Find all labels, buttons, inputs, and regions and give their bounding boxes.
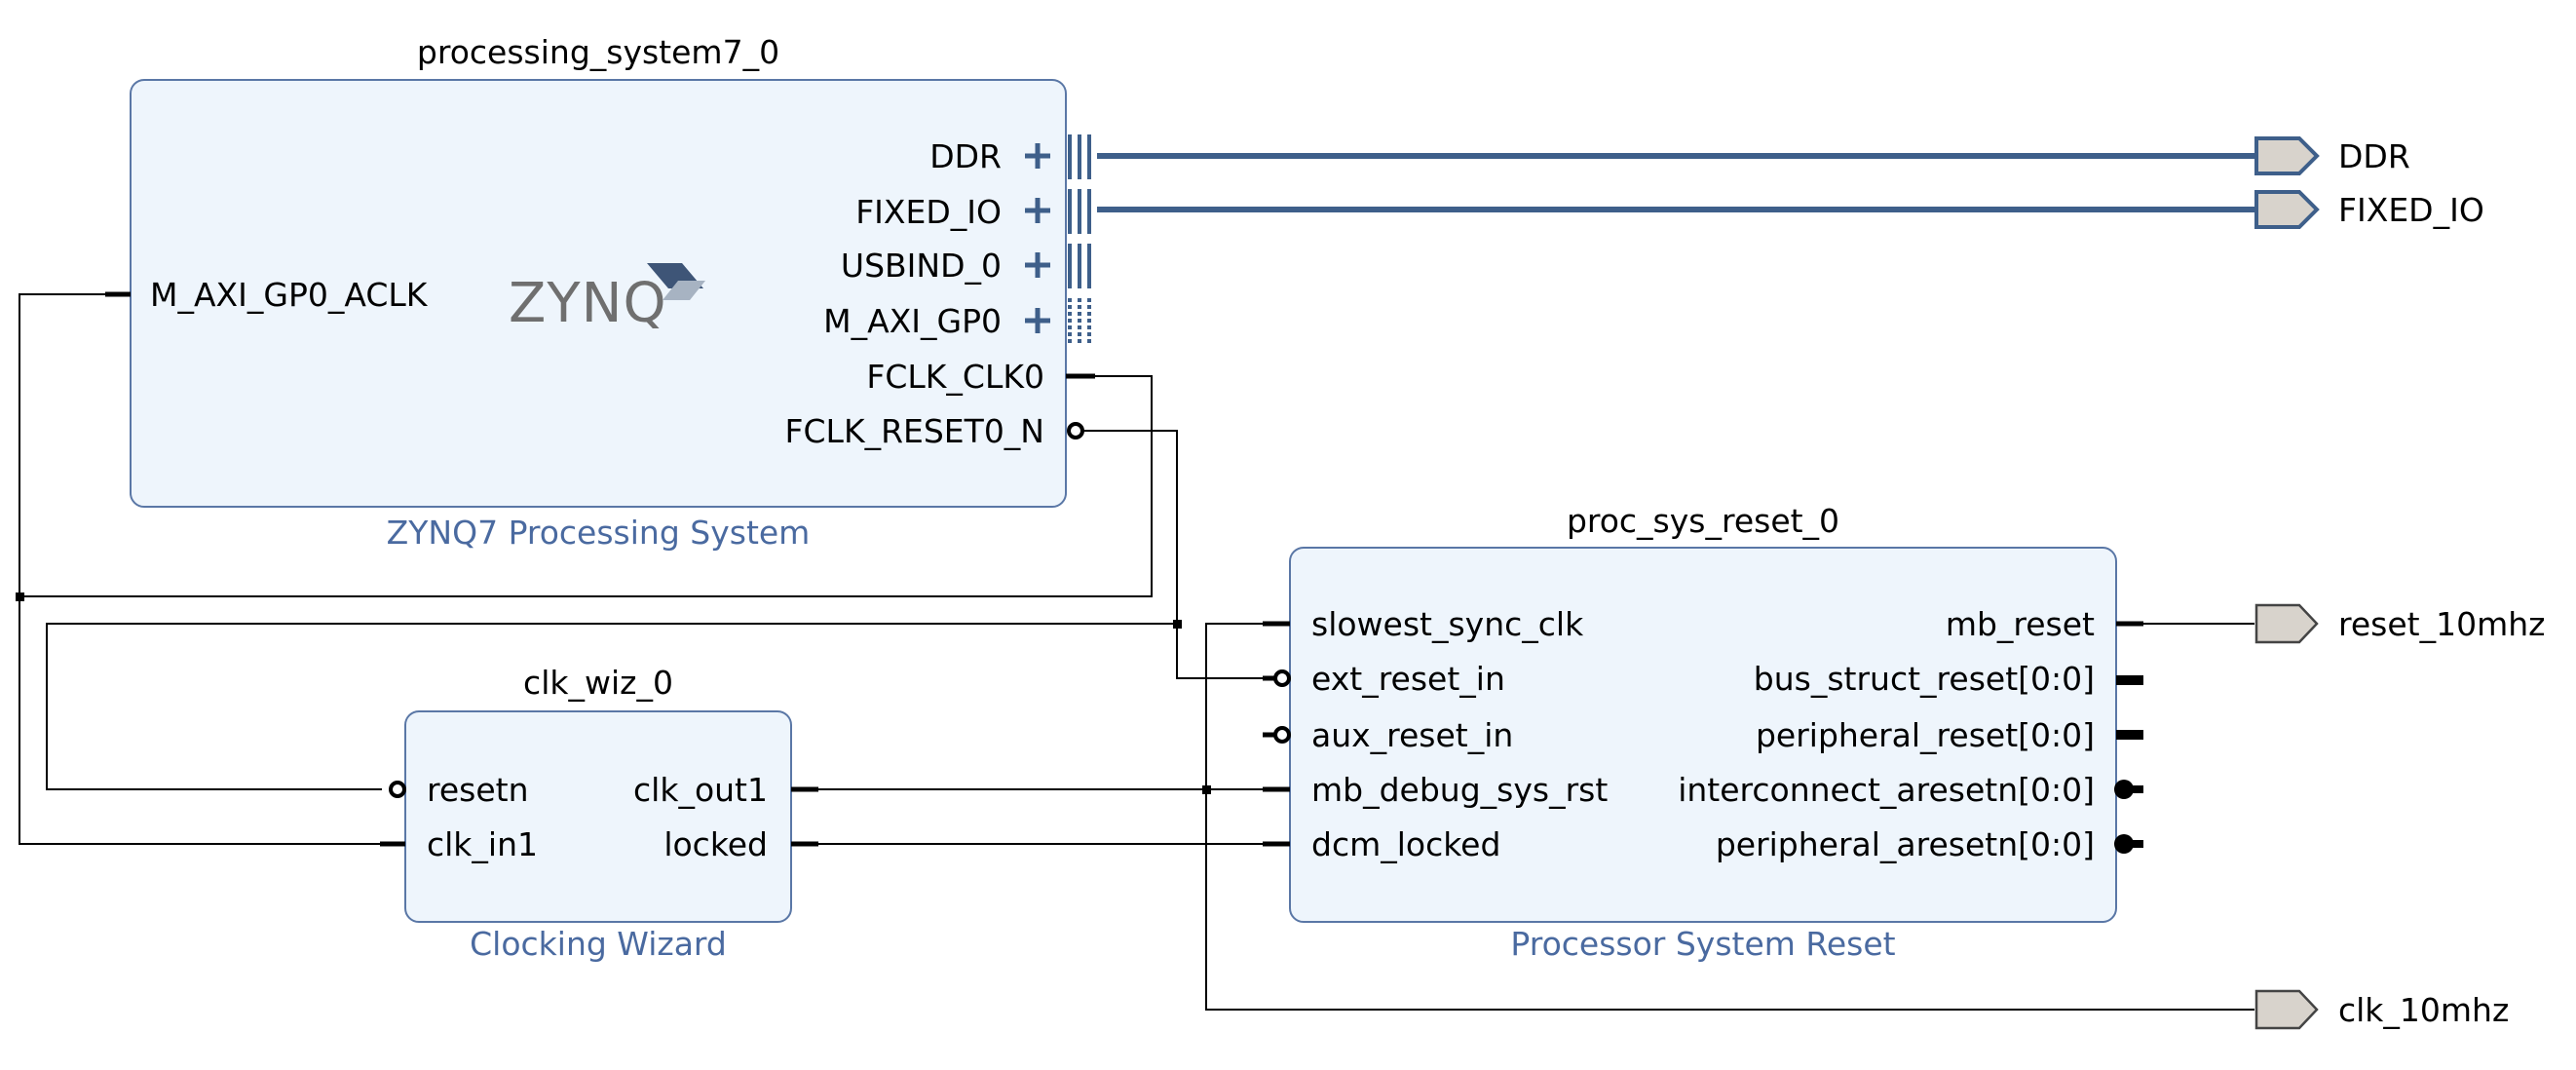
block-instance-name: proc_sys_reset_0 (1567, 502, 1839, 540)
port-m-axi-gp0-aclk[interactable]: M_AXI_GP0_ACLK (150, 276, 429, 314)
block-body[interactable] (404, 710, 792, 923)
wire-resetn[interactable] (46, 623, 1177, 790)
inverted-port-bubble-icon (1273, 669, 1291, 687)
port-bus-struct-reset[interactable]: bus_struct_reset[0:0] (1754, 660, 2095, 698)
port-interconnect-aresetn[interactable]: interconnect_aresetn[0:0] (1678, 771, 2095, 809)
port-locked[interactable]: locked (663, 825, 768, 863)
wire-clk-out1[interactable] (816, 623, 2254, 1011)
block-subtitle: Clocking Wizard (470, 925, 727, 963)
port-dcm-locked[interactable]: dcm_locked (1311, 825, 1500, 863)
block-instance-name: clk_wiz_0 (523, 664, 673, 702)
expand-plus-icon[interactable] (1025, 143, 1050, 169)
port-mb-reset[interactable]: mb_reset (1946, 605, 2095, 643)
block-instance-name: processing_system7_0 (417, 33, 779, 71)
external-port-reset-10mhz[interactable]: reset_10mhz (2254, 603, 2545, 644)
external-port-clk-10mhz[interactable]: clk_10mhz (2254, 989, 2509, 1030)
zynq-logo-text: ZYNQ (509, 272, 667, 335)
junction-dot (1202, 785, 1211, 794)
port-clk-in1[interactable]: clk_in1 (427, 825, 538, 863)
block-subtitle: Processor System Reset (1510, 925, 1895, 963)
expand-plus-icon[interactable] (1025, 252, 1050, 278)
expand-plus-icon[interactable] (1025, 198, 1050, 223)
bus-interface-icon (1068, 189, 1091, 234)
port-peripheral-reset[interactable]: peripheral_reset[0:0] (1756, 716, 2095, 754)
port-clk-out1[interactable]: clk_out1 (633, 771, 768, 809)
zynq-logo-mark-light (663, 281, 705, 300)
wire-fclk-reset0-n[interactable] (1083, 430, 1272, 679)
external-port-ddr[interactable]: DDR (2254, 136, 2410, 175)
block-proc-sys-reset[interactable]: proc_sys_reset_0 Processor System Reset … (1263, 502, 2143, 963)
port-ext-reset-in[interactable]: ext_reset_in (1311, 660, 1505, 698)
junction-dot (16, 592, 24, 601)
external-port-label: reset_10mhz (2338, 605, 2545, 643)
port-ddr[interactable]: DDR (929, 137, 1002, 175)
external-port-arrow-icon (2254, 989, 2319, 1030)
junction-dot (1173, 620, 1182, 629)
external-port-label: DDR (2338, 137, 2410, 175)
external-port-label: FIXED_IO (2338, 191, 2484, 229)
expand-plus-icon[interactable] (1025, 308, 1050, 333)
external-port-arrow-icon (2254, 190, 2320, 229)
external-port-fixed-io[interactable]: FIXED_IO (2254, 190, 2484, 229)
port-resetn[interactable]: resetn (427, 771, 529, 809)
zynq-logo: ZYNQ (509, 263, 705, 335)
inverted-port-bubble-icon (389, 781, 406, 798)
external-port-arrow-icon (2254, 136, 2320, 175)
wire-fclk-clk0[interactable] (19, 293, 1153, 845)
external-port-arrow-icon (2254, 603, 2319, 644)
port-usbind-0[interactable]: USBIND_0 (841, 247, 1002, 285)
wires (16, 153, 2258, 1011)
port-mb-debug-sys-rst[interactable]: mb_debug_sys_rst (1311, 771, 1608, 809)
inverted-port-bubble-icon (1067, 422, 1084, 439)
bus-interface-icon (1068, 244, 1091, 288)
block-subtitle: ZYNQ7 Processing System (387, 514, 811, 552)
port-aux-reset-in[interactable]: aux_reset_in (1311, 716, 1513, 754)
bus-interface-dotted-icon (1068, 298, 1091, 343)
port-fixed-io[interactable]: FIXED_IO (855, 193, 1002, 231)
bus-interface-icon (1068, 134, 1091, 179)
block-clk-wiz[interactable]: clk_wiz_0 Clocking Wizard resetn clk_in1… (380, 664, 818, 963)
port-fclk-clk0[interactable]: FCLK_CLK0 (866, 358, 1044, 396)
external-port-label: clk_10mhz (2338, 991, 2509, 1029)
inverted-port-bubble-icon (1273, 726, 1291, 744)
port-peripheral-aresetn[interactable]: peripheral_aresetn[0:0] (1716, 825, 2095, 863)
port-slowest-sync-clk[interactable]: slowest_sync_clk (1311, 605, 1584, 643)
block-processing-system7[interactable]: processing_system7_0 ZYNQ7 Processing Sy… (105, 33, 1095, 552)
port-m-axi-gp0[interactable]: M_AXI_GP0 (823, 302, 1002, 340)
port-fclk-reset0-n[interactable]: FCLK_RESET0_N (785, 412, 1044, 450)
